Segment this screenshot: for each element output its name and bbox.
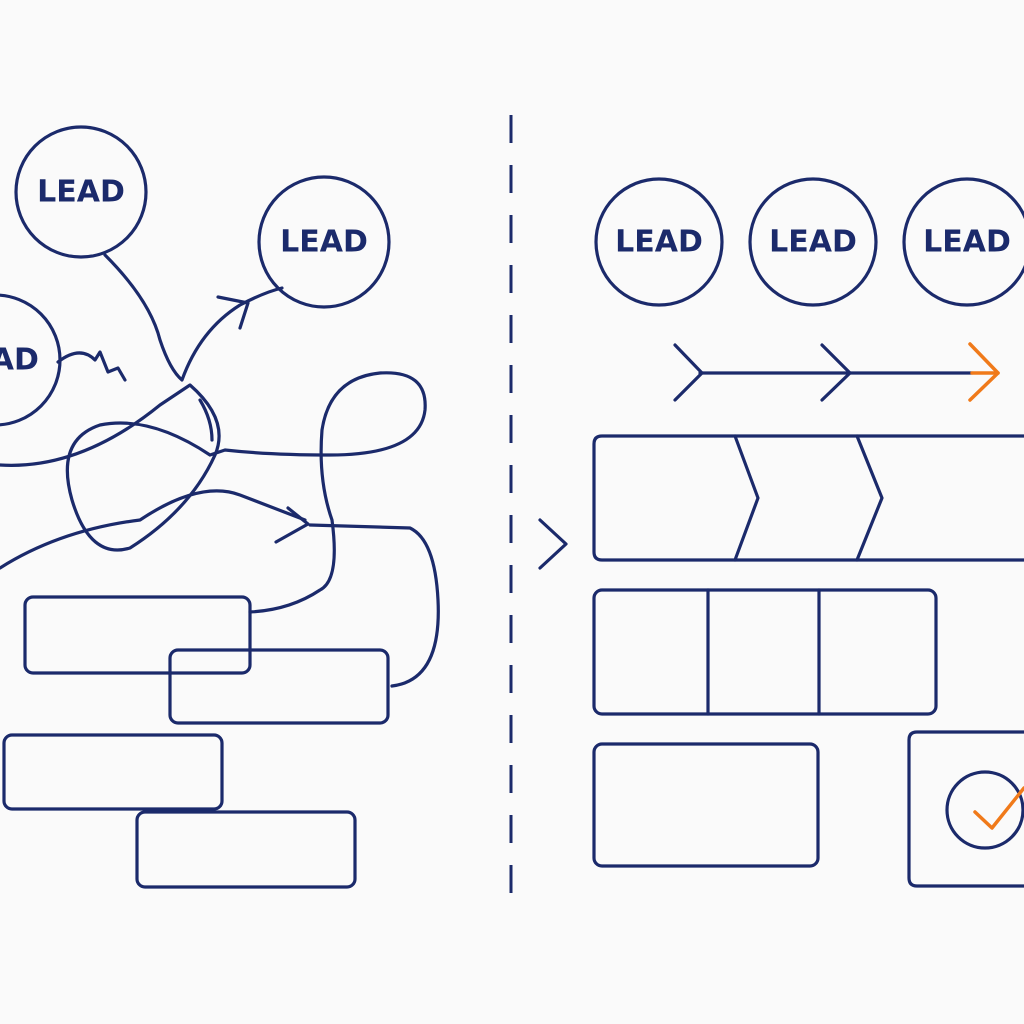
left-lead-3: LEAD	[0, 293, 62, 427]
right-lead-1: LEAD	[594, 177, 724, 307]
lead-label: LEAD	[769, 225, 857, 260]
pipeline-stages	[592, 434, 1024, 562]
task-box	[592, 742, 820, 868]
flow-arrow	[673, 342, 1000, 402]
segmented-box	[592, 588, 938, 716]
left-scattered-boxes	[2, 595, 390, 889]
lead-label: LEAD	[37, 175, 125, 210]
tangled-paths	[0, 253, 440, 688]
lead-label: LEAD	[923, 225, 1011, 260]
transition-arrow-icon	[538, 518, 568, 570]
left-lead-1: LEAD	[14, 125, 148, 259]
lead-label: LEAD	[0, 343, 39, 378]
right-lead-2: LEAD	[748, 177, 878, 307]
arrow-head-orange-icon	[968, 342, 1000, 402]
check-circle-icon	[945, 770, 1024, 850]
lead-label: LEAD	[280, 225, 368, 260]
lead-label: LEAD	[615, 225, 703, 260]
left-lead-2: LEAD	[257, 175, 391, 309]
right-lead-3: LEAD	[902, 177, 1024, 307]
completed-box	[907, 730, 1024, 888]
checkmark-icon	[973, 786, 1024, 830]
